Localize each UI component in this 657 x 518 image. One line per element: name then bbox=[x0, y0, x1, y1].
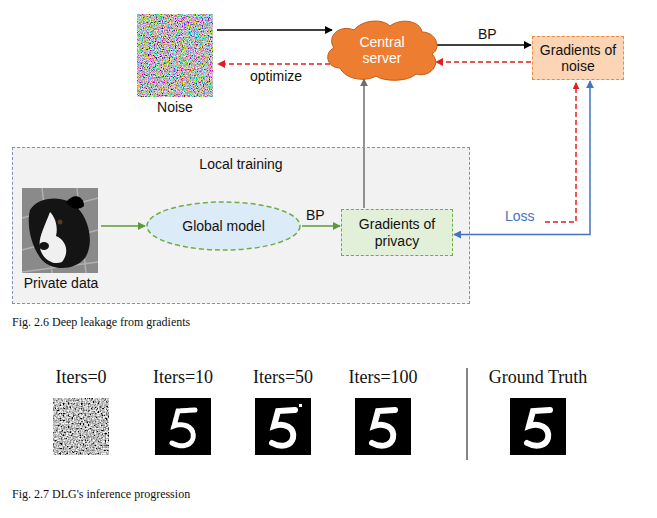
edge-label: optimize bbox=[250, 68, 302, 84]
node-label: Gradients of noise bbox=[537, 42, 619, 74]
connector-arrow bbox=[217, 29, 332, 31]
band-node: Local trainingPrivate data Global model Gr… bbox=[12, 147, 470, 304]
image-label: Iters=100 bbox=[348, 367, 417, 388]
digit-iter50 bbox=[255, 398, 311, 455]
node-label: Gradients of privacy bbox=[346, 216, 448, 248]
digit-specks bbox=[155, 398, 211, 455]
image-label: Iters=10 bbox=[153, 367, 213, 388]
digit-iter10 bbox=[155, 398, 211, 455]
image-label: Ground Truth bbox=[489, 367, 588, 388]
noise-digit bbox=[53, 398, 109, 455]
edge-label: BP bbox=[306, 207, 325, 223]
loss-dashed-line bbox=[545, 83, 576, 222]
digit-ground-truth bbox=[510, 398, 566, 455]
ellipse-node: Global model bbox=[146, 201, 301, 251]
digit-stroke bbox=[172, 410, 195, 446]
dog-nose bbox=[39, 242, 49, 250]
connector-arrow bbox=[218, 63, 330, 65]
edge-label: Loss bbox=[505, 208, 535, 224]
connector-arrow bbox=[302, 225, 340, 227]
digit-ground bbox=[355, 398, 411, 455]
dog-eye bbox=[58, 220, 63, 225]
node-label: Private data bbox=[13, 275, 109, 291]
figure-caption: Fig. 2.6 Deep leakage from gradients bbox=[12, 316, 190, 330]
ellipse-shape bbox=[147, 202, 300, 250]
digit-stroke bbox=[527, 410, 550, 446]
dog-body bbox=[29, 199, 90, 269]
dog-white-patch bbox=[40, 212, 67, 263]
cloud-shape bbox=[328, 21, 437, 80]
image-label: Iters=50 bbox=[253, 367, 313, 388]
digit-iter100 bbox=[355, 398, 411, 455]
connector-arrow bbox=[101, 225, 145, 227]
digit-ground bbox=[255, 398, 311, 455]
node-label: Global model bbox=[182, 218, 265, 234]
connector-arrow bbox=[363, 79, 365, 208]
node-label: Central server bbox=[340, 34, 424, 66]
connector-arrow bbox=[437, 44, 531, 46]
separator-line bbox=[466, 368, 467, 460]
image-node: Noise bbox=[135, 14, 215, 117]
digit-ground bbox=[510, 398, 566, 455]
connector-arrow bbox=[454, 81, 590, 235]
photo-ground bbox=[22, 188, 98, 273]
image-node: Private data bbox=[13, 188, 109, 293]
digit-stroke bbox=[372, 410, 395, 446]
dog-picture bbox=[22, 188, 98, 273]
noise-image bbox=[137, 14, 213, 97]
rect-node: Gradients of noise bbox=[532, 36, 624, 80]
edge-label: BP bbox=[478, 26, 497, 42]
cloud-node: Central server bbox=[322, 18, 442, 82]
digit-speck bbox=[299, 404, 302, 407]
digit-ground bbox=[155, 398, 211, 455]
digit-stroke bbox=[272, 410, 295, 446]
group-heading: Local training bbox=[13, 156, 469, 172]
image-label: Iters=0 bbox=[55, 367, 106, 388]
figure-caption: Fig. 2.7 DLG's inference progression bbox=[12, 488, 190, 502]
floor-tiles bbox=[22, 188, 98, 273]
rect-node: Gradients of privacy bbox=[341, 209, 453, 256]
node-label: Noise bbox=[135, 99, 215, 115]
dog-ear bbox=[66, 196, 84, 208]
connector-arrow bbox=[436, 61, 531, 63]
band-ground bbox=[12, 147, 470, 304]
